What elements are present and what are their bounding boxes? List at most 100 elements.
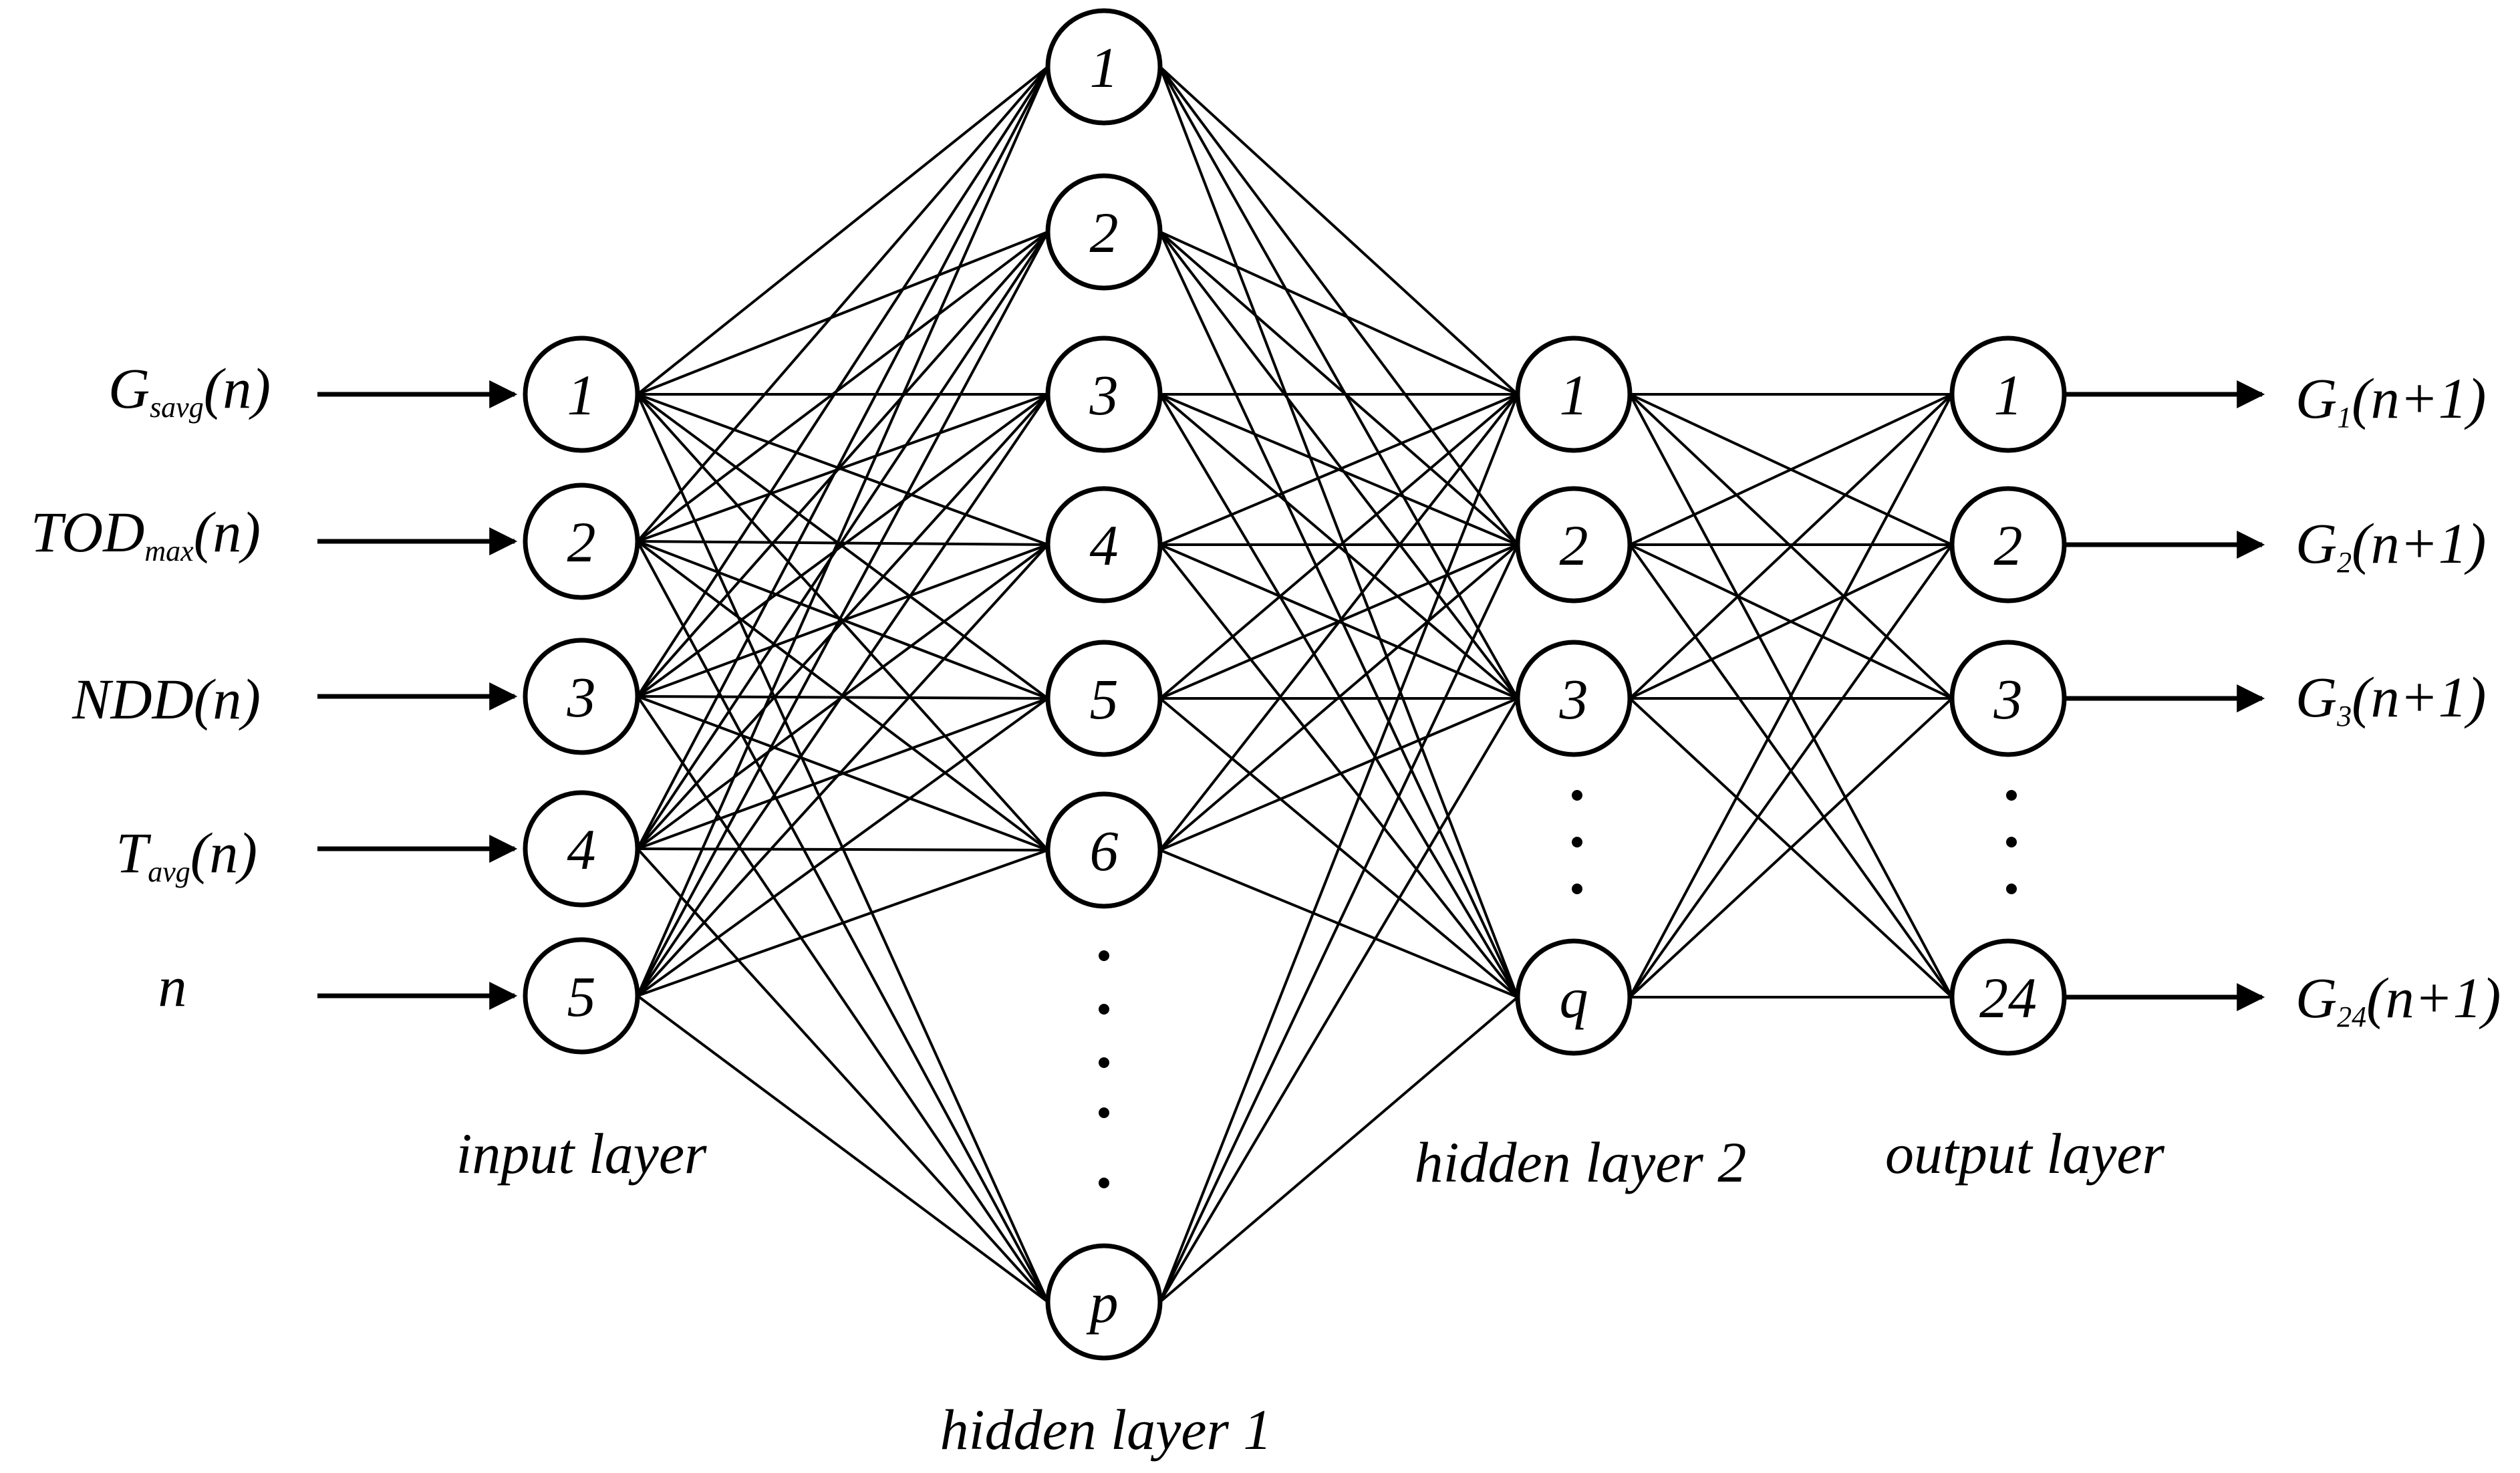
connection-hidden1-5-hidden2-0 bbox=[1159, 393, 1519, 851]
output-node-1 bbox=[1949, 336, 2067, 453]
output-label-g24: G24(n+1) bbox=[2295, 966, 2501, 1033]
output-node-2 bbox=[1949, 486, 2067, 604]
output-node-3 bbox=[1949, 640, 2067, 757]
hidden1-node-4 bbox=[1045, 486, 1163, 604]
hidden1-node-3-label: 3 bbox=[1089, 363, 1119, 427]
output-node-2-label: 2 bbox=[1994, 513, 2023, 577]
hidden1-node-p-label: p bbox=[1086, 1270, 1119, 1335]
connection-input-3-hidden1-2 bbox=[636, 393, 1049, 850]
output-label-g3: G3(n+1) bbox=[2295, 665, 2486, 732]
connection-hidden1-3-hidden2-0 bbox=[1159, 393, 1518, 546]
hidden2-node-3 bbox=[1515, 640, 1633, 757]
connection-input-0-hidden1-0 bbox=[636, 65, 1049, 396]
connection-hidden2-3-output-1 bbox=[1629, 543, 1953, 998]
connection-input-4-hidden1-2 bbox=[636, 393, 1049, 997]
connection-hidden1-0-hidden2-0 bbox=[1159, 65, 1519, 396]
connection-input-3-hidden1-0 bbox=[636, 66, 1049, 849]
connection-input-3-hidden1-6 bbox=[636, 847, 1049, 1303]
input-label-n-main: n bbox=[158, 954, 187, 1019]
hidden1-node-6-label: 6 bbox=[1090, 819, 1119, 883]
output-node-24 bbox=[1949, 938, 2067, 1056]
output-ellipsis-dot-3 bbox=[2006, 884, 2017, 894]
hidden2-ellipsis-dot-2 bbox=[1572, 837, 1582, 847]
input-label-tavg-sub: avg bbox=[148, 855, 190, 888]
hidden-layer-1-title: hidden layer 1 bbox=[940, 1397, 1272, 1462]
hidden1-node-p bbox=[1045, 1243, 1163, 1361]
output-label-g24-main: G bbox=[2295, 966, 2337, 1030]
connection-input-4-hidden1-0 bbox=[636, 66, 1049, 996]
input-label-todmax-main: TOD bbox=[31, 500, 145, 564]
output-label-g2: G2(n+1) bbox=[2295, 511, 2486, 579]
hidden1-ellipsis-dot-5 bbox=[1099, 1178, 1109, 1188]
connection-input-4-hidden1-4 bbox=[636, 697, 1049, 997]
output-node-3-label: 3 bbox=[1993, 667, 2023, 731]
input-label-gsavg: Gsavg(n) bbox=[108, 356, 271, 424]
connection-hidden1-1-hidden2-1 bbox=[1159, 231, 1519, 546]
connection-hidden1-6-hidden2-2 bbox=[1159, 697, 1519, 1303]
output-label-g2-tail: (n+1) bbox=[2352, 511, 2486, 575]
input-layer-title: input layer bbox=[456, 1121, 708, 1186]
output-node-24-label: 24 bbox=[1979, 966, 2037, 1030]
hidden-layer-2-title: hidden layer 2 bbox=[1415, 1130, 1747, 1194]
connection-input-4-hidden1-1 bbox=[636, 231, 1049, 996]
connection-hidden2-2-output-0 bbox=[1629, 393, 1953, 700]
input-label-tavg: Tavg(n) bbox=[116, 821, 257, 888]
output-ellipsis-dot-2 bbox=[2006, 837, 2017, 847]
output-label-g1-sub: 1 bbox=[2337, 401, 2352, 434]
hidden1-node-5-label: 5 bbox=[1090, 667, 1119, 731]
ellipsis-dots bbox=[1099, 790, 2017, 1188]
hidden2-node-2-label: 2 bbox=[1560, 513, 1588, 577]
input-node-1-label: 1 bbox=[567, 363, 596, 427]
output-label-g1-main: G bbox=[2295, 366, 2337, 430]
output-label-g24-tail: (n+1) bbox=[2366, 966, 2501, 1030]
input-label-ndd-main: NDD(n) bbox=[72, 667, 261, 731]
hidden1-ellipsis-dot-4 bbox=[1099, 1107, 1109, 1118]
input-node-5-label: 5 bbox=[567, 964, 596, 1029]
connection-hidden1-1-hidden2-2 bbox=[1159, 231, 1519, 700]
connection-hidden1-1-hidden2-0 bbox=[1159, 231, 1518, 396]
hidden2-node-2 bbox=[1515, 486, 1633, 604]
output-label-g3-tail: (n+1) bbox=[2352, 665, 2486, 729]
input-label-gsavg-sub: savg bbox=[150, 391, 204, 424]
hidden1-ellipsis-dot-2 bbox=[1099, 1004, 1109, 1015]
connection-input-3-hidden1-4 bbox=[637, 697, 1048, 850]
connection-hidden1-0-hidden2-3 bbox=[1159, 66, 1519, 998]
input-node-1 bbox=[523, 336, 640, 453]
input-node-3 bbox=[523, 638, 640, 755]
connection-hidden2-3-output-0 bbox=[1629, 394, 1953, 998]
hidden1-node-2 bbox=[1045, 173, 1163, 291]
io-arrows bbox=[317, 380, 2265, 1011]
input-node-3-label: 3 bbox=[567, 665, 596, 729]
connection-input-2-hidden1-1 bbox=[636, 231, 1049, 698]
input-label-ndd: NDD(n) bbox=[72, 667, 261, 731]
connection-hidden1-4-hidden2-0 bbox=[1159, 393, 1519, 700]
hidden2-node-q-label: q bbox=[1560, 966, 1588, 1030]
connection-input-1-hidden1-1 bbox=[636, 231, 1049, 543]
hidden1-node-1-label: 1 bbox=[1090, 35, 1119, 100]
connection-input-4-hidden1-5 bbox=[637, 849, 1048, 997]
connection-hidden1-0-hidden2-1 bbox=[1159, 65, 1519, 546]
hidden1-node-6 bbox=[1045, 791, 1163, 909]
output-node-1-label: 1 bbox=[1994, 363, 2023, 427]
connection-hidden1-0-hidden2-2 bbox=[1159, 66, 1519, 699]
connection-hidden1-1-hidden2-3 bbox=[1159, 231, 1519, 998]
connection-input-1-hidden1-0 bbox=[636, 65, 1049, 543]
connection-input-2-hidden1-2 bbox=[636, 393, 1049, 698]
connection-input-0-hidden1-3 bbox=[637, 393, 1048, 546]
output-label-g2-main: G bbox=[2295, 511, 2337, 575]
input-label-todmax: TODmax(n) bbox=[31, 500, 261, 567]
hidden1-ellipsis-dot-3 bbox=[1099, 1057, 1109, 1068]
connection-hidden1-5-hidden2-2 bbox=[1159, 697, 1518, 851]
hidden2-ellipsis-dot-1 bbox=[1572, 790, 1582, 801]
hidden2-node-1 bbox=[1515, 336, 1633, 453]
input-label-gsavg-main: G bbox=[108, 356, 150, 420]
connection-input-4-hidden1-3 bbox=[636, 543, 1049, 997]
connections bbox=[636, 65, 1953, 1303]
output-layer-title: output layer bbox=[1885, 1121, 2165, 1186]
input-label-todmax-tail: (n) bbox=[194, 500, 261, 564]
hidden1-node-1 bbox=[1045, 8, 1163, 126]
input-node-5 bbox=[523, 937, 640, 1055]
output-label-g1: G1(n+1) bbox=[2295, 366, 2486, 434]
